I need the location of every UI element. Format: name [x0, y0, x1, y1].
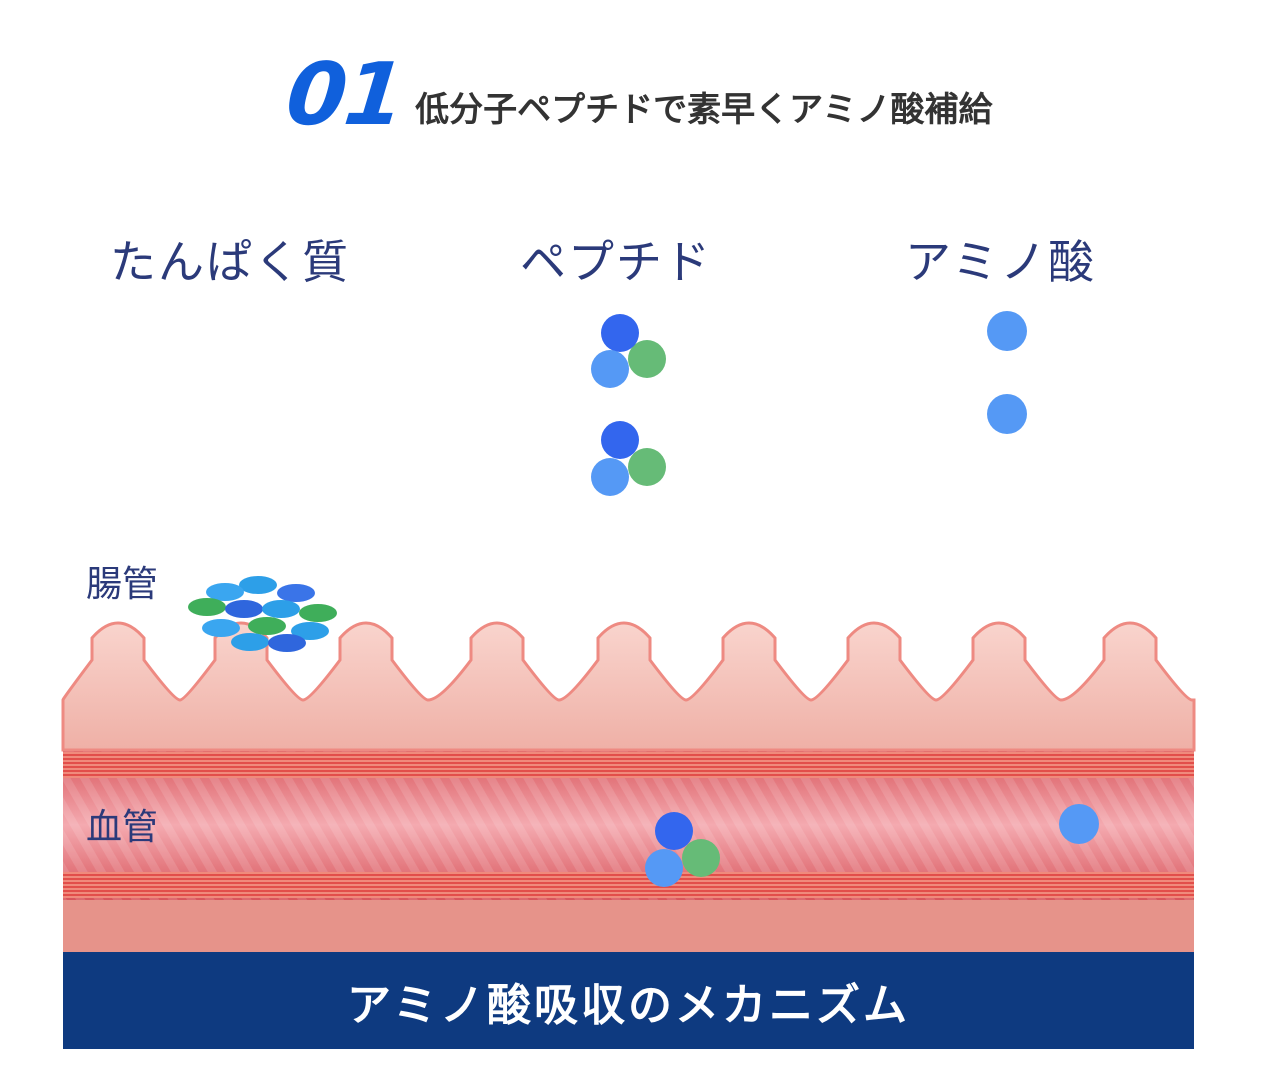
- label-amino-acid: アミノ酸: [905, 234, 1096, 290]
- amino-acid-molecule-1: [987, 311, 1027, 351]
- label-intestine: 腸管: [86, 563, 158, 607]
- blood-vessel: [63, 750, 1194, 900]
- diagram-caption-bar: アミノ酸吸収のメカニズム: [63, 952, 1194, 1049]
- peptide-molecule-1: [591, 314, 666, 388]
- peptide-molecule-2: [591, 421, 666, 496]
- lower-tissue: [63, 900, 1194, 952]
- diagram-caption: アミノ酸吸収のメカニズム: [347, 969, 910, 1033]
- amino-acid-molecule-2: [987, 394, 1027, 434]
- label-protein: たんぱく質: [110, 234, 350, 290]
- label-peptide: ペプチド: [520, 234, 712, 290]
- label-blood-vessel: 血管: [86, 806, 158, 850]
- protein-cluster: [188, 576, 337, 652]
- amino-acid-molecule-vessel: [1059, 804, 1099, 844]
